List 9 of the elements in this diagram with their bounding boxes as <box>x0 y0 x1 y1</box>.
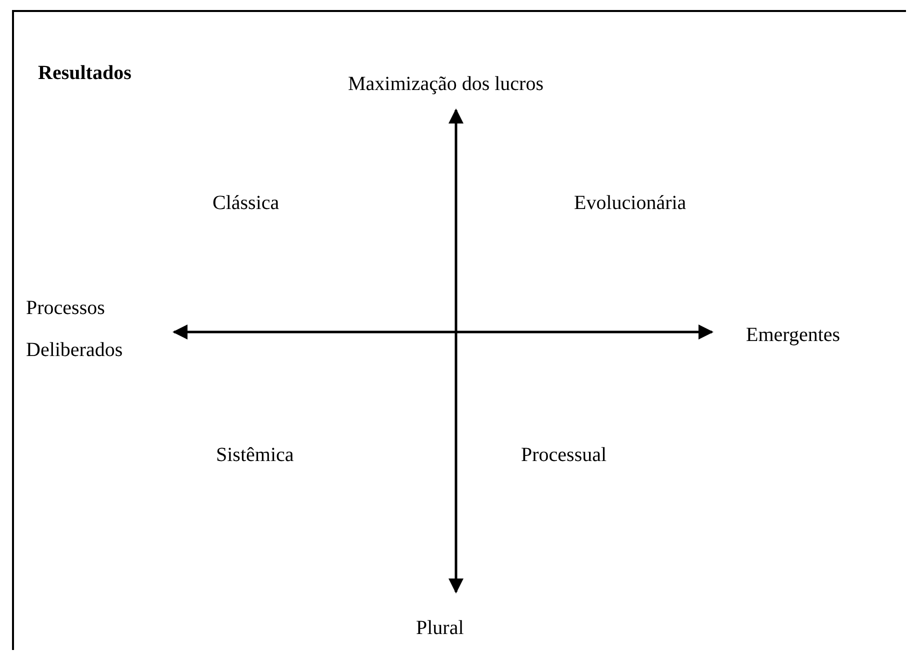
axis-label: Sistêmica <box>216 444 294 466</box>
axis-label: Plural <box>416 617 464 639</box>
title: Resultados <box>38 62 132 84</box>
axis-label: Processual <box>521 444 607 466</box>
axis-label: Emergentes <box>746 324 840 346</box>
axis-label: Processos Deliberados <box>26 296 124 363</box>
axis-label: Maximização dos lucros <box>348 73 544 95</box>
axis-label: Evolucionária <box>574 192 686 214</box>
axis-label: Clássica <box>212 192 280 214</box>
